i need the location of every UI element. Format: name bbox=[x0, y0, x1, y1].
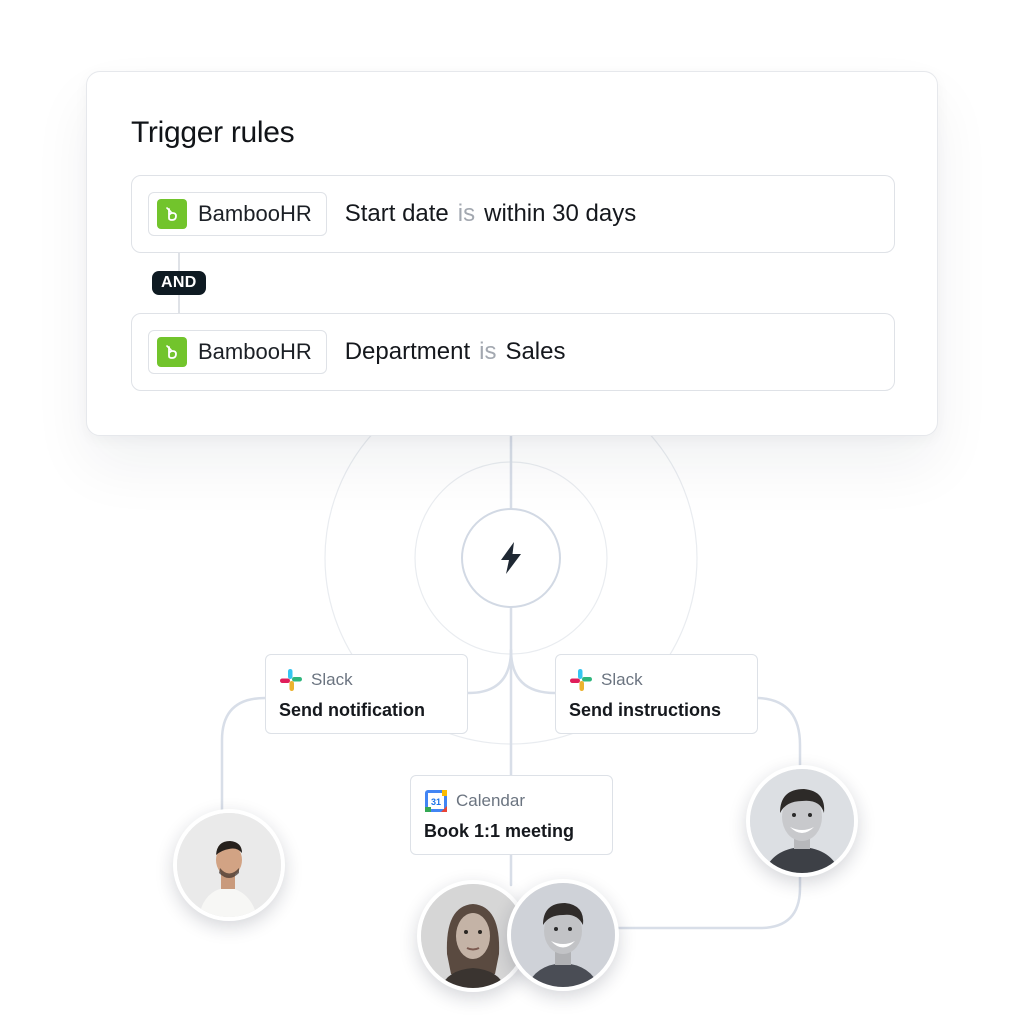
connector-trigger-to-slack-notify bbox=[468, 650, 511, 693]
action-app-name: Slack bbox=[601, 670, 643, 690]
trigger-rule-department[interactable]: BambooHR Department is Sales bbox=[131, 313, 895, 391]
action-app-name: Calendar bbox=[456, 791, 525, 811]
trigger-rule-start-date[interactable]: BambooHR Start date is within 30 days bbox=[131, 175, 895, 253]
card-title: Trigger rules bbox=[131, 116, 294, 150]
app-chip-bamboohr[interactable]: BambooHR bbox=[148, 330, 327, 374]
action-send-notification[interactable]: Slack Send notification bbox=[265, 654, 468, 734]
rule-condition: Department is Sales bbox=[345, 338, 566, 366]
connector-trigger-to-slack-instr bbox=[511, 650, 555, 693]
google-calendar-icon: 31 bbox=[424, 789, 448, 813]
action-title: Book 1:1 meeting bbox=[424, 821, 612, 842]
rule-field: Start date bbox=[345, 200, 449, 228]
rule-field: Department bbox=[345, 338, 470, 366]
slack-logo-icon bbox=[569, 668, 593, 692]
calendar-icon-date: 31 bbox=[431, 797, 441, 807]
action-send-instructions[interactable]: Slack Send instructions bbox=[555, 654, 758, 734]
rule-value: within 30 days bbox=[484, 200, 636, 228]
avatar[interactable] bbox=[173, 809, 285, 921]
trigger-rules-card: Trigger rules BambooHR Start date is wit… bbox=[86, 71, 938, 436]
app-chip-label: BambooHR bbox=[198, 339, 312, 365]
slack-logo-icon bbox=[279, 668, 303, 692]
app-chip-label: BambooHR bbox=[198, 201, 312, 227]
lightning-bolt-icon bbox=[496, 541, 526, 575]
trigger-node[interactable] bbox=[461, 508, 561, 608]
connector-instr-to-avatar bbox=[758, 698, 800, 768]
rule-operator: is bbox=[479, 338, 496, 366]
connector-notify-to-avatar bbox=[222, 698, 265, 810]
rule-value: Sales bbox=[505, 338, 565, 366]
rule-condition: Start date is within 30 days bbox=[345, 200, 637, 228]
avatar[interactable] bbox=[507, 879, 619, 991]
bamboohr-logo-icon bbox=[157, 337, 187, 367]
and-badge[interactable]: AND bbox=[152, 271, 206, 295]
app-chip-bamboohr[interactable]: BambooHR bbox=[148, 192, 327, 236]
bamboohr-logo-icon bbox=[157, 199, 187, 229]
action-app-name: Slack bbox=[311, 670, 353, 690]
connector-avatar-to-avatar bbox=[607, 866, 800, 928]
avatar[interactable] bbox=[746, 765, 858, 877]
action-title: Send notification bbox=[279, 700, 467, 721]
rule-operator: is bbox=[458, 200, 475, 228]
action-title: Send instructions bbox=[569, 700, 757, 721]
action-book-meeting[interactable]: 31 Calendar Book 1:1 meeting bbox=[410, 775, 613, 855]
